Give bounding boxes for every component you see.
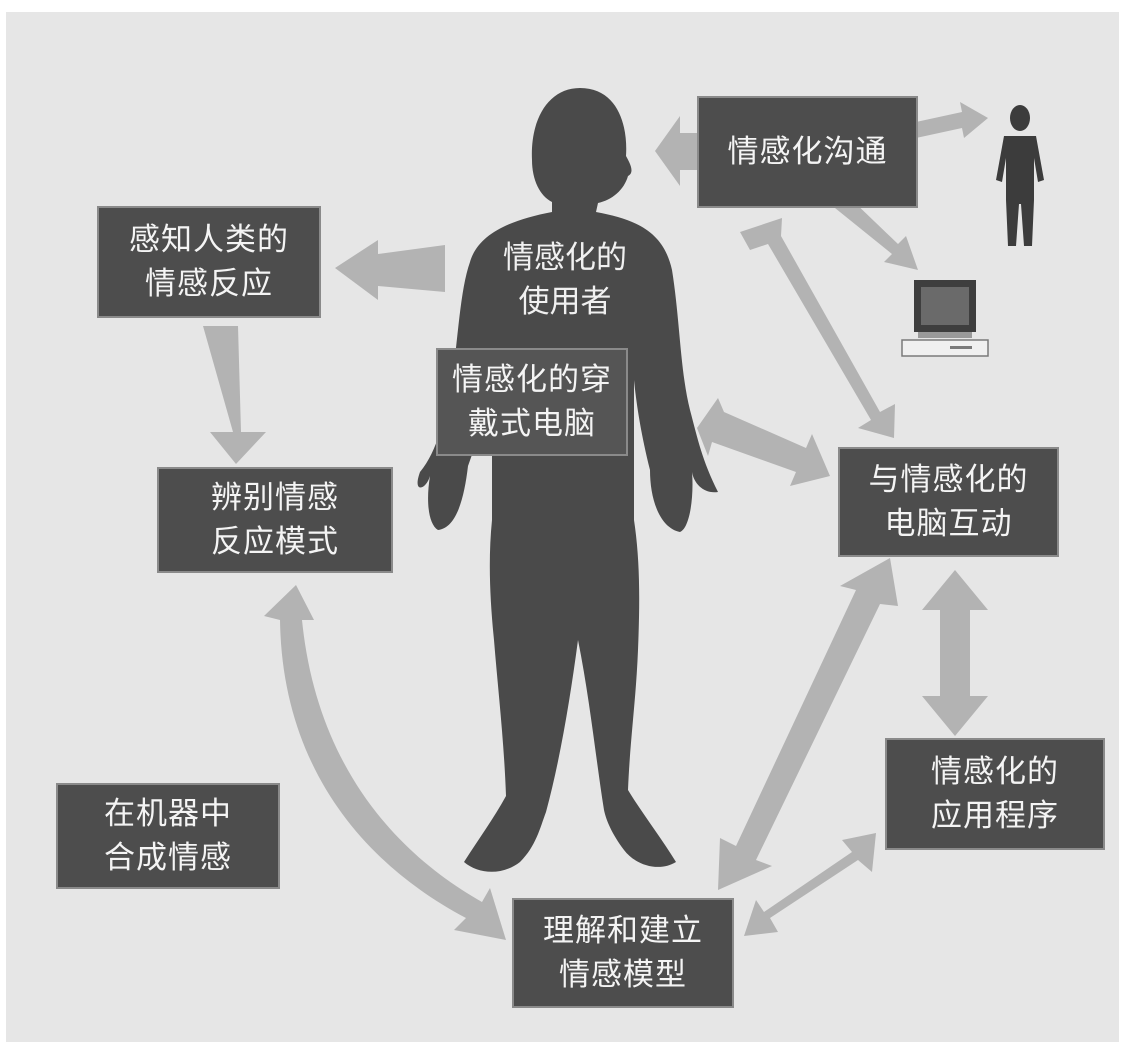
box-interact-computer: 与情感化的 电脑互动 [838, 447, 1059, 557]
computer-icon [901, 280, 989, 357]
box-understand-line2: 情感模型 [559, 957, 687, 993]
arrow-apps-understand [744, 833, 876, 936]
arrow-user-to-perceive [335, 240, 445, 300]
box-emotional-communication: 情感化沟通 [697, 96, 918, 208]
arrow-comm-to-person [916, 102, 988, 138]
box-apps-line2: 应用程序 [931, 798, 1059, 834]
box-synthesize-line1: 在机器中 [104, 796, 232, 832]
box-perceive-human-emotion: 感知人类的 情感反应 [97, 206, 321, 318]
box-affective-apps: 情感化的 应用程序 [885, 738, 1105, 850]
box-synthesize-emotion: 在机器中 合成情感 [56, 783, 280, 889]
box-recognize-line2: 反应模式 [211, 524, 339, 560]
box-recognize-line1: 辨别情感 [211, 480, 339, 516]
arrow-comm-interact [740, 218, 895, 438]
arrow-comm-to-user [655, 116, 700, 186]
box-interact-line2: 电脑互动 [884, 506, 1013, 542]
arrow-wearable-interact [697, 398, 830, 486]
remote-person-icon [996, 105, 1044, 246]
user-label-line2: 使用者 [518, 284, 612, 320]
box-understand-model: 理解和建立 情感模型 [512, 898, 734, 1008]
box-interact-line1: 与情感化的 [868, 462, 1029, 498]
arrow-recognize-understand [264, 585, 506, 940]
user-silhouette [417, 88, 718, 872]
box-wearable-line2: 戴式电脑 [468, 406, 596, 442]
arrow-interact-understand [718, 558, 898, 890]
arrow-comm-to-computer [835, 198, 918, 270]
box-wearable-computer: 情感化的穿 戴式电脑 [436, 348, 628, 456]
box-wearable-line1: 情感化的穿 [452, 362, 612, 398]
arrow-perceive-to-recognize [203, 326, 266, 464]
box-recognize-patterns: 辨别情感 反应模式 [157, 467, 393, 573]
box-emotional-communication-text: 情感化沟通 [727, 134, 888, 170]
box-perceive-line2: 情感反应 [145, 266, 273, 302]
user-label: 情感化的 使用者 [480, 236, 650, 324]
user-label-line1: 情感化的 [503, 240, 627, 276]
box-understand-line1: 理解和建立 [543, 913, 703, 949]
box-apps-line1: 情感化的 [931, 754, 1059, 790]
box-synthesize-line2: 合成情感 [104, 840, 232, 876]
arrow-interact-apps [922, 570, 988, 736]
box-perceive-line1: 感知人类的 [129, 222, 289, 258]
